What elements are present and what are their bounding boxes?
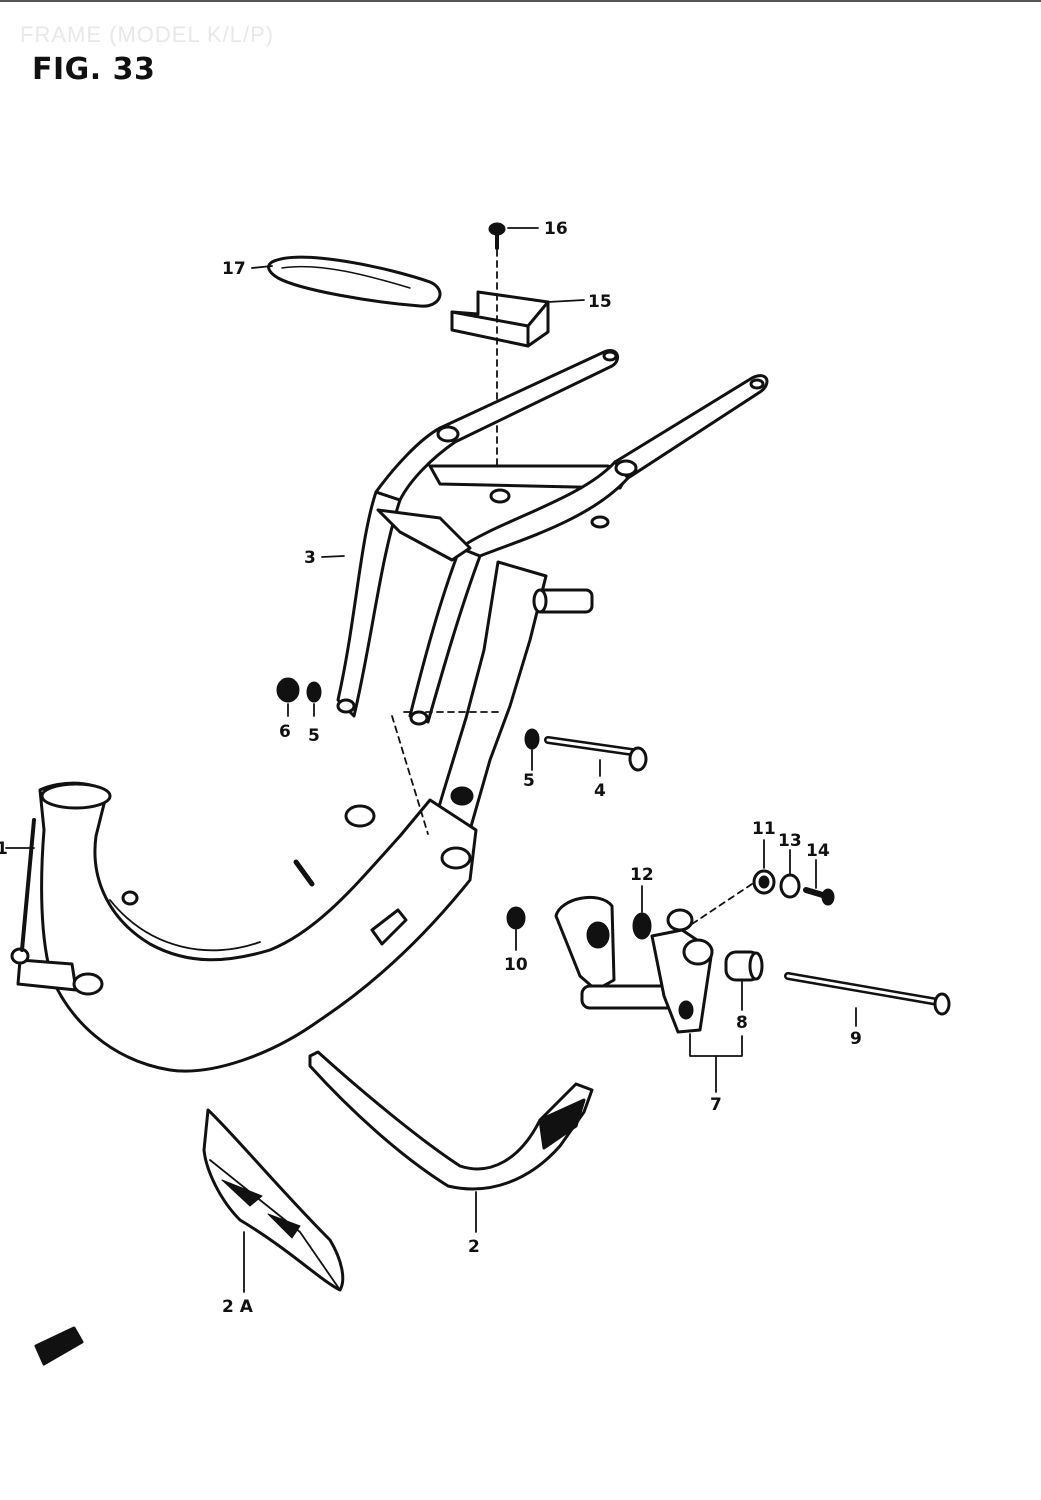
part-15-bracket [450,290,550,348]
front-arrow-icon [34,1326,84,1366]
callout-5-right: 5 [523,771,535,791]
callout-16: 16 [544,219,568,239]
part-4-bolt [544,736,648,772]
part-17-seat-pad [267,255,442,308]
callout-15: 15 [588,292,612,312]
callout-2a: 2 A [222,1297,254,1317]
part-6-nut [276,677,300,703]
part-2-side-bar [308,1050,594,1191]
top-border-line [0,0,1041,2]
callout-12: 12 [630,865,654,885]
callout-4: 4 [594,781,606,801]
figure-label: FIG. 33 [32,52,156,87]
part-7-engine-mount [554,895,714,1034]
callout-10: 10 [504,955,528,975]
part-9-long-bolt [784,972,951,1016]
leader-lines [5,227,857,1293]
part-5-washer-left [306,681,322,703]
callout-6: 6 [279,722,291,742]
main-frame [10,560,594,1073]
callout-14: 14 [806,841,830,861]
callout-7: 7 [710,1095,722,1115]
part-16-screw [488,222,506,250]
part-8-bushing [724,950,764,982]
part-14-bolt [803,887,835,906]
callout-5-left: 5 [308,726,320,746]
part-12-washer [632,912,652,940]
callout-11: 11 [752,819,776,839]
callout-1: 1 [0,839,8,859]
diagram-caption: FRAME (MODEL K/L/P) [20,22,275,47]
part-11-nut [752,869,776,895]
callout-9: 9 [850,1029,862,1049]
part-5-washer-right [524,728,540,750]
callout-13: 13 [778,831,802,851]
callout-2: 2 [468,1237,480,1257]
part-10-nut [506,906,526,930]
callout-8: 8 [736,1013,748,1033]
part-2a-under-cover [202,1108,345,1292]
callout-3: 3 [304,548,316,568]
callout-labels: 16 17 15 3 6 5 5 4 1 11 13 14 12 10 8 9 … [0,219,862,1317]
part-3-rear-subframe [336,349,769,726]
part-13-washer [779,873,801,899]
callout-17: 17 [222,259,246,279]
